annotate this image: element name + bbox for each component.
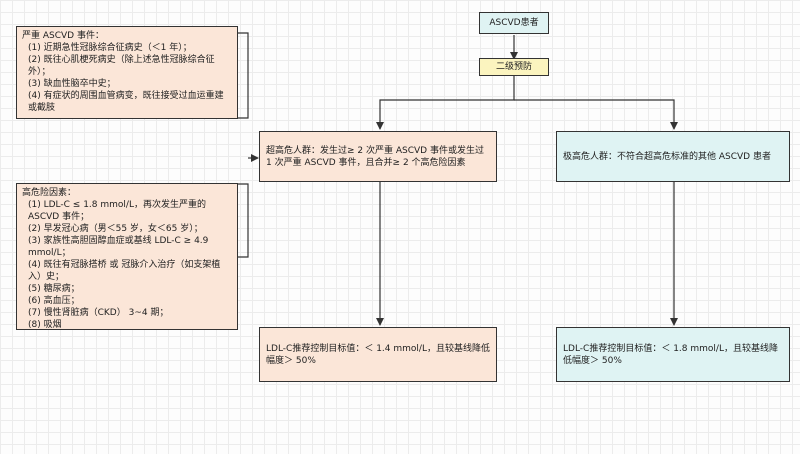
severe-event-item: (4) 有症状的周围血管病变，既往接受过血运重建或截肢 xyxy=(28,91,224,113)
risk-factor-item: (7) 慢性肾脏病（CKD） 3~4 期； xyxy=(28,308,169,318)
risk-factor-item: (1) LDL-C ≤ 1.8 mmol/L，再次发生严重的 ASCVD 事件； xyxy=(28,200,206,222)
severe-events-title: 严重 ASCVD 事件： xyxy=(22,31,104,41)
severe-event-item: (3) 缺血性脑卒中史； xyxy=(28,79,116,89)
risk-factor-item: (6) 高血压； xyxy=(28,296,80,306)
severe-event-item: (1) 近期急性冠脉综合征病史（＜1 年）； xyxy=(28,43,192,53)
arrow-secondary-to-very-high xyxy=(514,99,678,130)
secondary-prevention-label: 二级预防 xyxy=(495,62,532,72)
very-high-risk-node: 极高危人群：不符合超高危标准的其他 ASCVD 患者 xyxy=(556,131,790,182)
risk-factor-item: (5) 糖尿病； xyxy=(28,284,80,294)
very-high-target-node: LDL-C推荐控制目标值：＜ 1.8 mmol/L，且较基线降低幅度＞ 50% xyxy=(556,327,790,382)
ultra-high-risk-label: 超高危人群：发生过≥ 2 次严重 ASCVD 事件或发生过 1 次严重 ASCV… xyxy=(266,145,484,168)
bracket-risk-factors xyxy=(238,183,249,258)
risk-factor-item: (4) 既往有冠脉搭桥 或 冠脉介入治疗（如支架植入）史； xyxy=(28,260,221,282)
bracket-severe-events xyxy=(238,32,249,119)
risk-factor-item: (2) 早发冠心病（男＜55 岁，女＜65 岁）； xyxy=(28,224,203,234)
arrow-secondary-to-ultra-high xyxy=(376,76,515,130)
risk-factors-title: 高危险因素： xyxy=(22,188,77,198)
risk-factor-item: (3) 家族性高胆固醇血症或基线 LDL-C ≥ 4.9 mmol/L； xyxy=(28,236,209,258)
severe-ascvd-events-box: 严重 ASCVD 事件： (1) 近期急性冠脉综合征病史（＜1 年）； (2) … xyxy=(16,26,238,119)
ultra-high-risk-node: 超高危人群：发生过≥ 2 次严重 ASCVD 事件或发生过 1 次严重 ASCV… xyxy=(259,131,497,182)
ascvd-patient-label: ASCVD患者 xyxy=(489,18,539,28)
high-risk-factors-box: 高危险因素： (1) LDL-C ≤ 1.8 mmol/L，再次发生严重的 AS… xyxy=(16,183,238,330)
secondary-prevention-node: 二级预防 xyxy=(479,58,549,76)
risk-factor-item: (8) 吸烟 xyxy=(28,320,62,330)
severe-event-item: (2) 既往心肌梗死病史（除上述急性冠脉综合征外）； xyxy=(28,55,215,77)
ultra-high-target-node: LDL-C推荐控制目标值：＜ 1.4 mmol/L，且较基线降低幅度＞ 50% xyxy=(259,327,497,382)
ultra-high-target-label: LDL-C推荐控制目标值：＜ 1.4 mmol/L，且较基线降低幅度＞ 50% xyxy=(266,343,490,366)
ascvd-patient-node: ASCVD患者 xyxy=(479,12,549,34)
very-high-risk-label: 极高危人群：不符合超高危标准的其他 ASCVD 患者 xyxy=(563,151,771,162)
very-high-target-label: LDL-C推荐控制目标值：＜ 1.8 mmol/L，且较基线降低幅度＞ 50% xyxy=(563,343,778,366)
